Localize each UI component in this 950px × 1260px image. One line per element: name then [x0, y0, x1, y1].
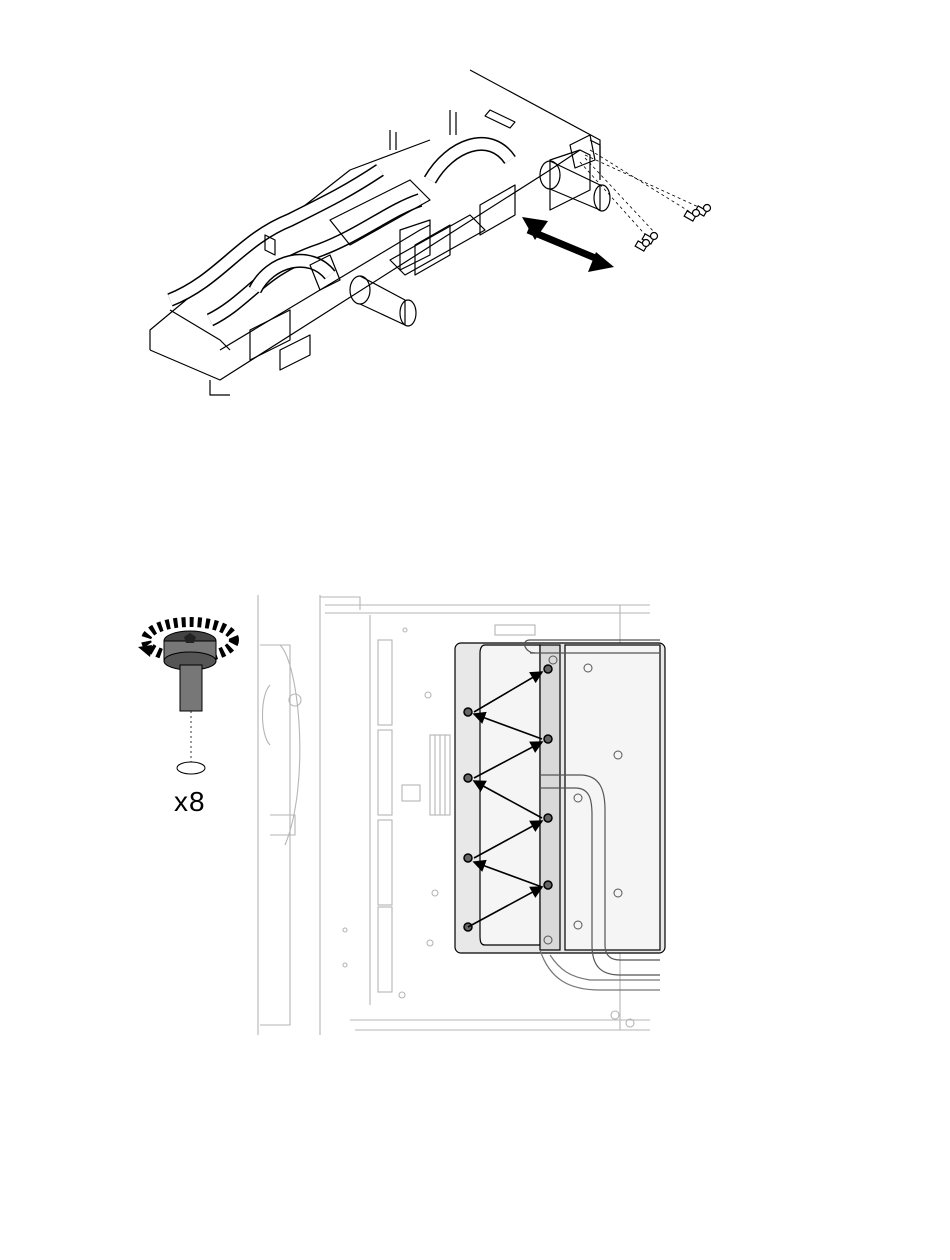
screw-hole-5 [544, 665, 552, 673]
screw-hole-2 [464, 774, 472, 782]
screw-hole-3 [464, 854, 472, 862]
plate-rail [540, 645, 560, 950]
cold-plate-top-view [130, 585, 660, 1045]
screw-icon [635, 240, 649, 252]
screw-hole-6 [544, 735, 552, 743]
screw-icon [684, 210, 699, 222]
connector-left [250, 310, 290, 360]
screw-path-1 [585, 155, 705, 210]
connector-right [480, 185, 515, 235]
screw-hole-1 [464, 708, 472, 716]
torx-screw-icon [138, 622, 234, 774]
slot-4 [378, 907, 392, 992]
top-illustration [130, 50, 730, 400]
quick-connector-left [350, 276, 416, 326]
slot-3 [378, 820, 392, 905]
bottom-illustration [130, 585, 660, 1045]
screw-hole-7 [544, 814, 552, 822]
slot-2 [378, 730, 392, 815]
screw-hole-8 [544, 881, 552, 889]
slot-1 [378, 640, 392, 725]
quantity-label: x8 [174, 786, 206, 818]
connector-mid [415, 225, 450, 275]
tray-back-edge [470, 70, 600, 180]
cold-plate-assembly-drawing [130, 50, 730, 400]
slide-direction-arrow [522, 217, 614, 272]
